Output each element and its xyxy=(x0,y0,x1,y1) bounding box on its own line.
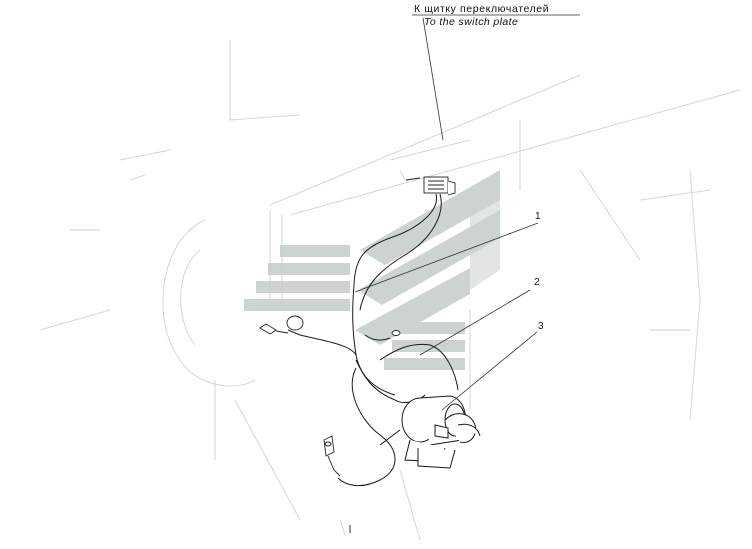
callout-1-leader xyxy=(354,222,539,293)
wire-harness xyxy=(287,193,459,487)
switch-plate-connector xyxy=(405,176,456,196)
caption-leader xyxy=(412,14,580,141)
caption-english: To the switch plate xyxy=(424,16,519,28)
callout-3: 3 xyxy=(538,321,544,332)
callout-2: 2 xyxy=(534,277,540,288)
wire-end-middle xyxy=(391,330,401,336)
callout-1: 1 xyxy=(535,211,541,222)
left-lamp-connector xyxy=(259,315,304,335)
watermark-logo xyxy=(244,170,500,370)
caption-russian: К щитку переключателей xyxy=(414,3,550,15)
lower-plug xyxy=(323,435,341,477)
tractor-body-outline xyxy=(39,40,741,541)
callout-3-leader xyxy=(441,331,538,411)
callout-2-leader xyxy=(419,289,531,356)
callout-leaders xyxy=(354,222,539,411)
starter-assembly xyxy=(379,395,481,469)
